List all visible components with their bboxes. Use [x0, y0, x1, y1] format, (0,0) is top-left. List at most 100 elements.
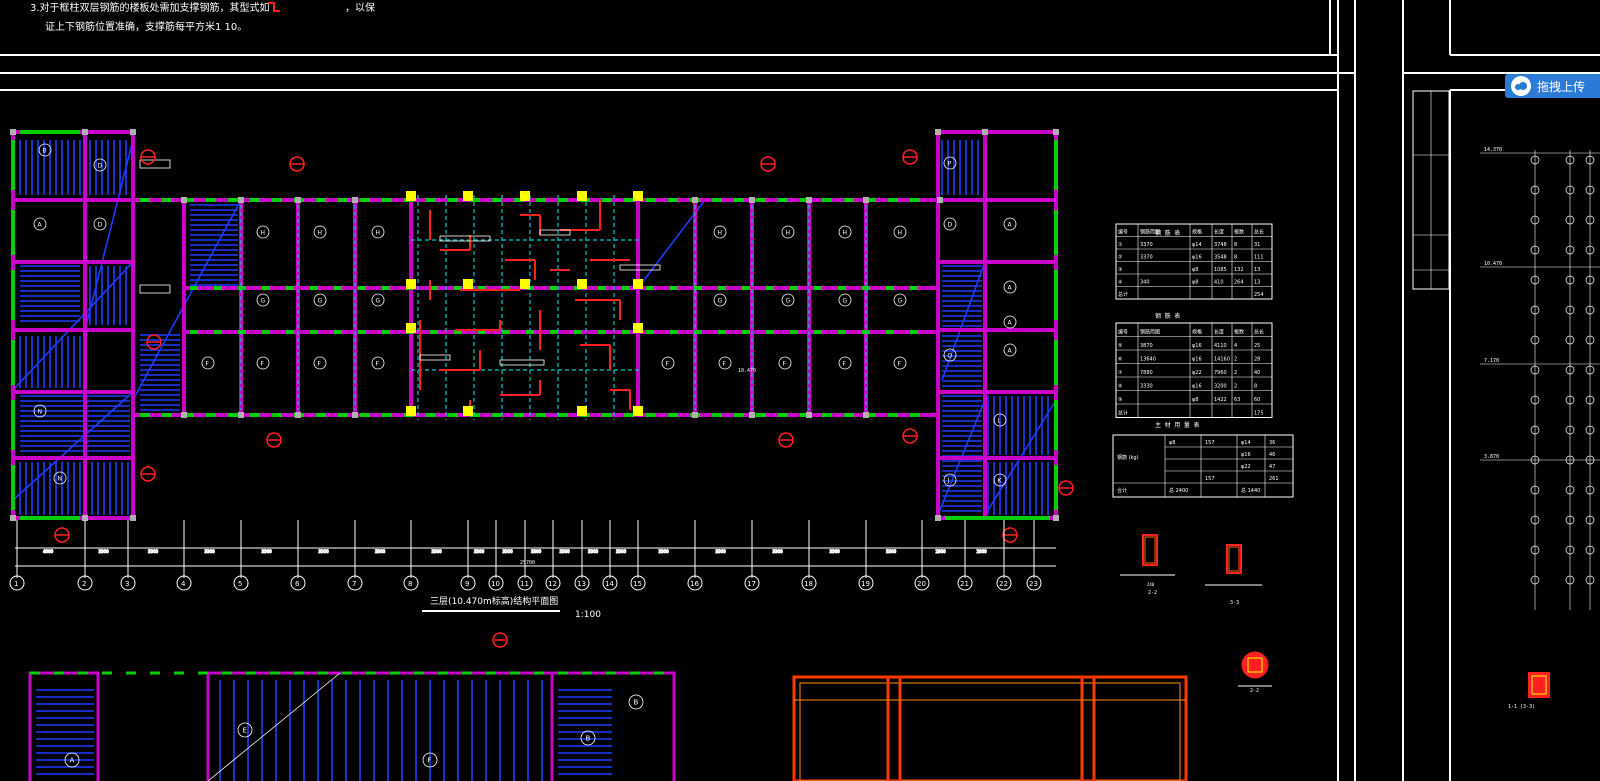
- slab-label: A: [70, 757, 75, 765]
- table-cell: ⑤: [1118, 343, 1122, 349]
- slab-label: L: [998, 418, 1002, 425]
- right-elev-3: 7.170: [1484, 358, 1499, 364]
- rebar-table-2-title: 钢 筋 表: [1155, 312, 1180, 320]
- material-cell: 36: [1269, 440, 1275, 446]
- slab-label: H: [318, 230, 323, 237]
- plan-total-dim: 25700: [520, 560, 535, 566]
- slab-label: F: [843, 361, 847, 368]
- slab-label: F: [666, 361, 670, 368]
- dimension-value: 3300: [588, 549, 599, 554]
- table-cell: 2: [1234, 357, 1237, 363]
- table-cell: ④: [1118, 280, 1123, 286]
- table-cell: ⑧: [1118, 384, 1123, 390]
- table-cell: 111: [1254, 255, 1264, 261]
- table-cell: 根数: [1234, 229, 1244, 236]
- table-cell: 264: [1234, 280, 1244, 286]
- material-cell: 261: [1269, 476, 1279, 482]
- right-section-label: 1-1 (3-3): [1508, 704, 1535, 710]
- table-cell: φ16: [1192, 343, 1202, 349]
- slab-label: D: [98, 163, 103, 170]
- slab-label: J: [947, 478, 950, 485]
- table-cell: 总计: [1118, 291, 1128, 298]
- axis-number: 12: [548, 580, 557, 588]
- axis-number: 22: [999, 580, 1008, 588]
- material-total-label: 合计: [1117, 487, 1127, 494]
- dimension-value: 3300: [375, 549, 386, 554]
- drag-upload-button[interactable]: 拖拽上传: [1505, 74, 1600, 98]
- material-cell: 46: [1269, 452, 1275, 458]
- dimension-value: 4000: [43, 549, 54, 554]
- table-cell: 3370: [1140, 242, 1153, 248]
- table-cell: ⑥: [1118, 357, 1123, 363]
- table-cell: 31: [1254, 242, 1260, 248]
- table-cell: 2: [1234, 370, 1237, 376]
- axis-number: 4: [181, 580, 186, 588]
- plan-title: 三层(10.470m标高)结构平面图: [430, 595, 558, 607]
- slab-label: K: [998, 478, 1003, 485]
- table-cell: 13640: [1140, 357, 1156, 363]
- slab-label: A: [1008, 222, 1013, 229]
- slab-label: H: [261, 230, 266, 237]
- material-cell: φ8: [1169, 440, 1175, 446]
- slab-label: A: [38, 222, 43, 229]
- dimension-value: 3300: [99, 549, 110, 554]
- table-cell: 28: [1254, 357, 1260, 363]
- material-cell: 157: [1205, 440, 1215, 446]
- dimension-value: 3300: [659, 549, 670, 554]
- slab-label: F: [898, 361, 902, 368]
- axis-number: 18: [804, 580, 813, 588]
- slab-label: N: [38, 409, 43, 416]
- plan-elevation: 10.470: [738, 368, 756, 374]
- table-cell: 3748: [1214, 242, 1227, 248]
- table-cell: 340: [1140, 280, 1150, 286]
- slab-label: G: [261, 298, 266, 305]
- slab-label: G: [898, 298, 903, 305]
- axis-number: 3: [125, 580, 129, 588]
- axis-number: 16: [690, 580, 699, 588]
- table-cell: φ8: [1192, 397, 1198, 403]
- table-cell: φ22: [1192, 370, 1202, 376]
- secondary-beams: [240, 195, 867, 420]
- axis-number: 15: [633, 580, 642, 588]
- table-cell: 根数: [1234, 329, 1244, 336]
- columns: [10, 129, 1059, 521]
- table-cell: φ16: [1192, 384, 1202, 390]
- table-cell: 钢筋简图: [1140, 229, 1160, 236]
- table-cell: ②: [1118, 255, 1123, 261]
- dimension-value: 3300: [531, 549, 542, 554]
- beam-segments-green: [11, 130, 1058, 520]
- table-cell: 长度: [1214, 229, 1224, 236]
- axis-number: 11: [520, 580, 529, 588]
- beam-grid: [11, 130, 1058, 520]
- table-cell: 2: [1234, 384, 1237, 390]
- slab-label: P: [948, 161, 952, 168]
- table-cell: 规格: [1192, 329, 1202, 336]
- slab-hatch-left: [12, 139, 134, 515]
- table-cell: ①: [1118, 242, 1123, 248]
- slab-label: F: [261, 361, 265, 368]
- slab-label: F: [428, 757, 432, 765]
- note-line-1-tail: ，以保: [345, 1, 375, 14]
- dimension-value: 3300: [616, 549, 627, 554]
- axis-number: 6: [295, 580, 300, 588]
- dimension-value: 3300: [474, 549, 485, 554]
- slab-label: F: [783, 361, 787, 368]
- axis-number: 14: [605, 580, 614, 588]
- right-elev-2: 10.470: [1484, 261, 1502, 267]
- dimension-value: 3300: [319, 549, 330, 554]
- axis-number: 1: [14, 580, 18, 588]
- slab-label: B: [43, 148, 47, 155]
- table-cell: 14160: [1214, 357, 1230, 363]
- section-label-1: 2-2: [1148, 590, 1157, 596]
- table-cell: 1422: [1214, 397, 1227, 403]
- table-cell: 3330: [1140, 384, 1153, 390]
